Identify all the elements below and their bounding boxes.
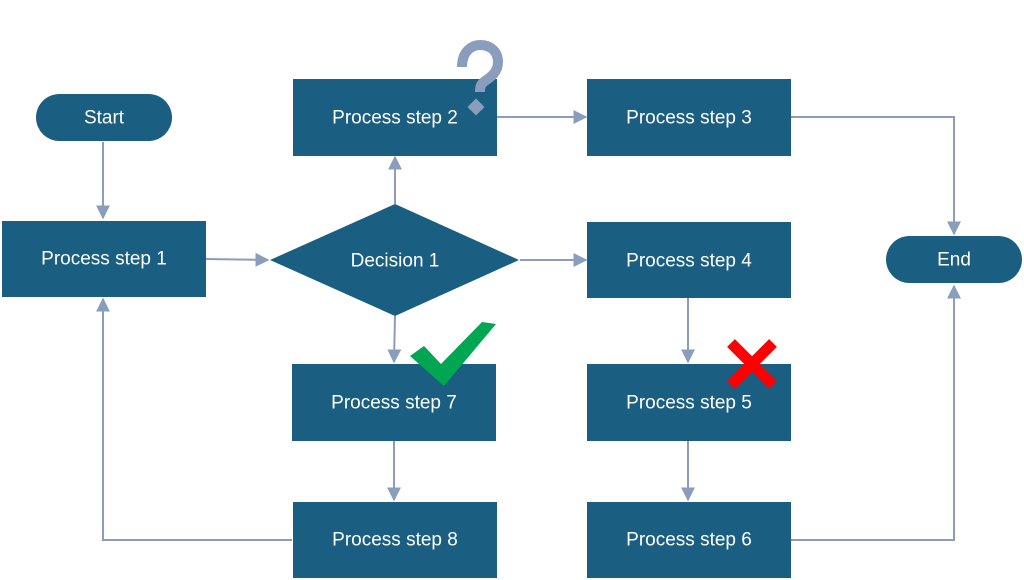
node-step1: Process step 1 [2, 221, 206, 297]
node-decision1: Decision 1 [270, 204, 519, 316]
edge-step8-step1 [96, 297, 292, 541]
node-step8-shape [293, 502, 497, 578]
node-step7-shape [292, 364, 496, 441]
cross-icon [727, 339, 777, 389]
node-step3: Process step 3 [587, 79, 791, 156]
edge-decision1-step7 [387, 315, 402, 364]
node-start: Start [36, 94, 172, 141]
question-mark-dot [467, 98, 485, 116]
node-step5: Process step 5 [587, 364, 791, 441]
node-step6-shape [587, 502, 791, 578]
checkmark-shape [410, 322, 496, 386]
node-step3-label: Process step 3 [626, 108, 752, 129]
edge-step3-end [791, 116, 961, 236]
node-step4: Process step 4 [587, 222, 791, 298]
node-step4-label: Process step 4 [626, 251, 752, 272]
node-decision1-shape [270, 204, 519, 316]
node-step2-shape [293, 79, 497, 156]
node-start-label: Start [84, 108, 125, 129]
edge-step6-end [791, 284, 961, 541]
node-step5-label: Process step 5 [626, 393, 752, 414]
node-start-shape [36, 94, 172, 141]
node-step8-label: Process step 8 [332, 530, 458, 551]
edge-step1-decision1 [205, 252, 270, 267]
node-step7-label: Process step 7 [331, 393, 457, 414]
node-end: End [886, 236, 1022, 283]
node-step3-shape [587, 79, 791, 156]
node-decision1-label: Decision 1 [351, 251, 440, 272]
node-end-label: End [937, 250, 971, 271]
node-step2-label: Process step 2 [332, 108, 458, 129]
question-mark-hook [457, 39, 504, 93]
node-step7: Process step 7 [292, 364, 496, 441]
node-step6: Process step 6 [587, 502, 791, 578]
node-step4-shape [587, 222, 791, 298]
node-step8: Process step 8 [293, 502, 497, 578]
node-end-shape [886, 236, 1022, 283]
question-mark-icon [457, 39, 504, 116]
node-step5-shape [587, 364, 791, 441]
node-step2: Process step 2 [293, 79, 497, 156]
checkmark-icon [410, 322, 496, 386]
cross-stroke-2 [727, 339, 777, 389]
node-step1-label: Process step 1 [41, 249, 167, 270]
node-step6-label: Process step 6 [626, 530, 752, 551]
connectors [96, 110, 961, 541]
node-step1-shape [2, 221, 206, 297]
